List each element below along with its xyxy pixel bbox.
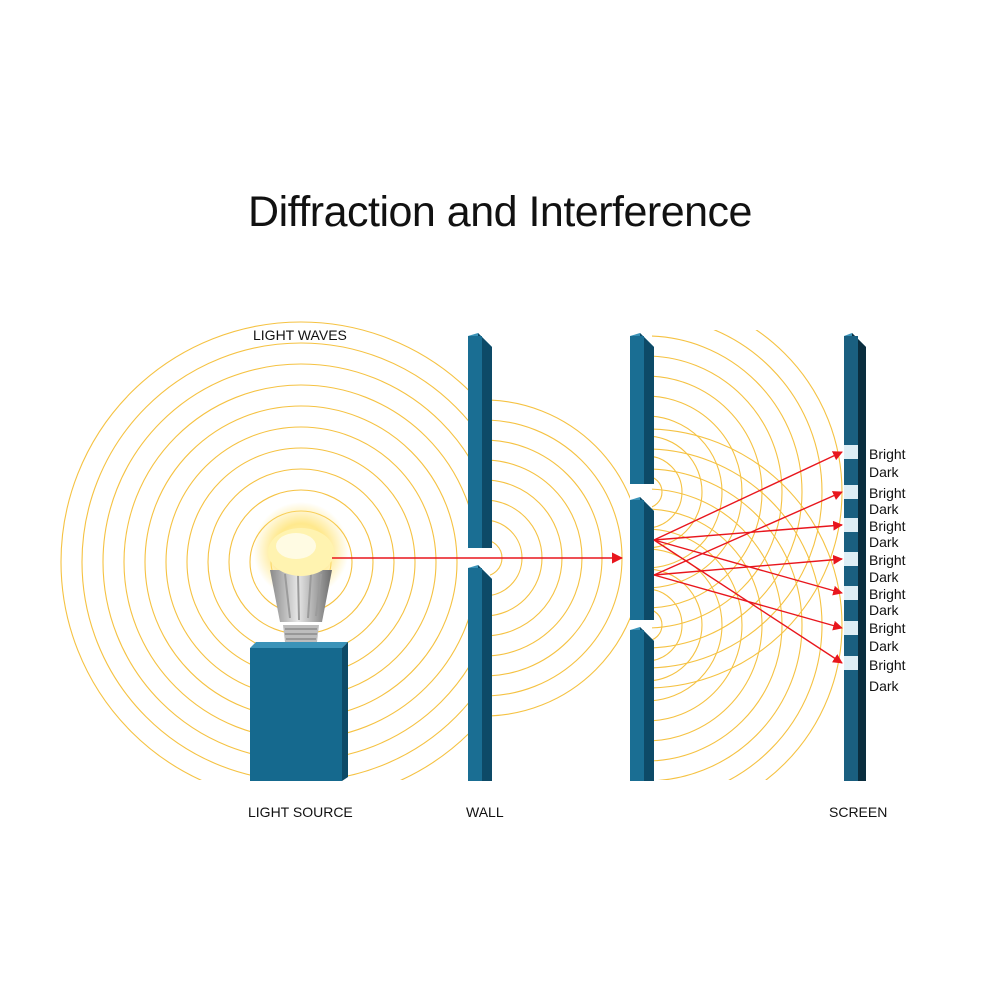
light-source-box (250, 642, 348, 781)
light-waves-label: LIGHT WAVES (253, 327, 347, 343)
wave-ring (652, 355, 783, 629)
dark-label: Dark (869, 638, 900, 654)
diagram-title: Diffraction and Interference (248, 188, 752, 236)
fringe-labels: BrightDarkBrightDarkBrightDarkBrightDark… (869, 446, 906, 694)
wave-ring (60, 321, 470, 780)
wall-label: WALL (466, 804, 504, 820)
diffracted-ray (653, 451, 843, 541)
bright-fringe (844, 518, 858, 532)
wave-ring (652, 455, 683, 529)
dark-label: Dark (869, 464, 900, 480)
dark-label: Dark (869, 602, 900, 618)
diffracted-ray (653, 491, 843, 576)
light-rays (332, 451, 843, 664)
wave-ring (652, 476, 663, 508)
dark-label: Dark (869, 501, 900, 517)
bright-fringe (844, 621, 858, 635)
bright-label: Bright (869, 518, 906, 534)
bright-fringe (844, 445, 858, 459)
bright-label: Bright (869, 620, 906, 636)
bright-label: Bright (869, 586, 906, 602)
diffracted-ray (653, 539, 843, 664)
wave-ring (652, 508, 763, 742)
wave-ring (652, 435, 703, 549)
bright-label: Bright (869, 446, 906, 462)
wave-ring (81, 342, 470, 780)
wave-ring (652, 588, 683, 662)
bright-fringe (844, 586, 858, 600)
bright-label: Bright (869, 485, 906, 501)
screen-label: SCREEN (829, 804, 888, 820)
wall-double-slit (630, 333, 654, 781)
screen-panel (844, 333, 866, 781)
bright-fringe (844, 552, 858, 566)
wave-ring (652, 468, 803, 780)
bright-fringe (844, 485, 858, 499)
wave-ring (652, 448, 823, 780)
diffracted-ray (653, 539, 843, 596)
light-bulb-icon (253, 502, 349, 642)
wave-ring (652, 568, 703, 682)
dark-label: Dark (869, 569, 900, 585)
wave-ring (652, 528, 743, 722)
bright-label: Bright (869, 657, 906, 673)
bright-label: Bright (869, 552, 906, 568)
diffracted-ray (653, 520, 843, 541)
wave-ring (652, 488, 783, 762)
wave-ring (652, 330, 823, 669)
dark-label: Dark (869, 534, 900, 550)
interference-pattern (844, 445, 858, 670)
wave-ring (652, 335, 803, 649)
wave-ring (652, 415, 723, 569)
wave-ring (652, 609, 663, 641)
bright-fringe (844, 656, 858, 670)
dark-label: Dark (869, 678, 900, 694)
light-source-label: LIGHT SOURCE (248, 804, 353, 820)
wave-ring (652, 395, 743, 589)
wave-ring (652, 548, 723, 702)
wall-single-slit (468, 333, 492, 781)
